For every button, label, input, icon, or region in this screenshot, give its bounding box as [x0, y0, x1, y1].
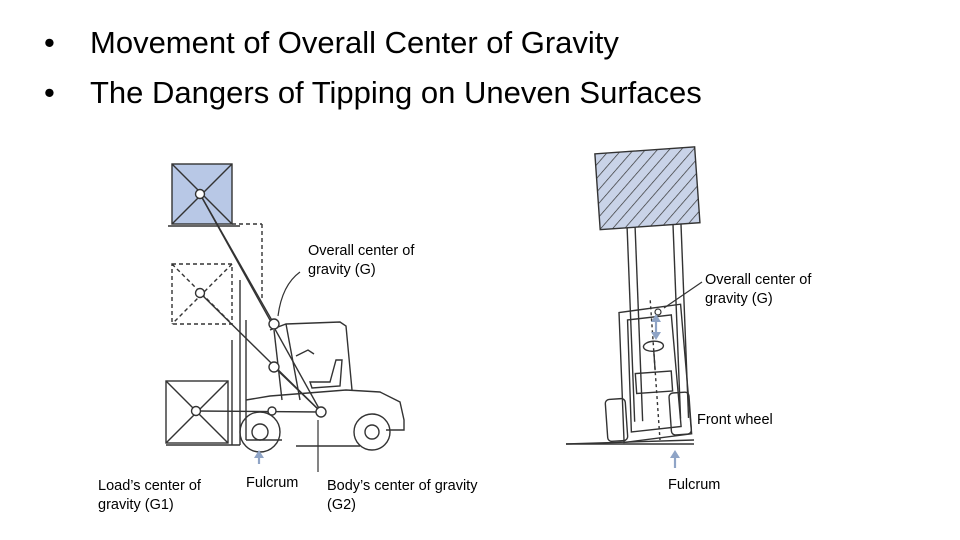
side-view-cg-markers — [190, 188, 327, 418]
bullet-item: • The Dangers of Tipping on Uneven Surfac… — [44, 68, 702, 118]
front-wheel-label: Front wheel — [697, 412, 773, 428]
load-cg-label: Load’s center of gravity (G1) — [98, 478, 201, 513]
front-view-forklift — [594, 146, 701, 444]
bullet-marker: • — [44, 25, 55, 60]
front-load-box — [594, 146, 701, 231]
left-fulcrum-arrow — [254, 450, 264, 464]
side-view-forklift — [165, 163, 405, 453]
left-overall-cg-label: Overall center of gravity (G) — [308, 243, 415, 278]
side-view-leaders — [277, 271, 319, 472]
bullet-marker: • — [44, 75, 55, 110]
bullet-list: • Movement of Overall Center of Gravity •… — [44, 18, 702, 118]
right-fulcrum-label: Fulcrum — [668, 477, 721, 493]
right-overall-cg-label: Overall center of gravity (G) — [705, 272, 812, 307]
left-fulcrum-label: Fulcrum — [246, 475, 299, 491]
front-view-cg-arrow — [651, 314, 661, 340]
front-view-cg-leader — [663, 281, 703, 309]
body-cg-label: Body’s center of gravity (G2) — [327, 478, 478, 513]
right-fulcrum-arrow — [670, 450, 680, 468]
bullet-text: Movement of Overall Center of Gravity — [90, 25, 619, 60]
bullet-text: The Dangers of Tipping on Uneven Surface… — [90, 75, 702, 110]
front-view-cg-marker — [654, 308, 662, 316]
bullet-item: • Movement of Overall Center of Gravity — [44, 18, 702, 68]
